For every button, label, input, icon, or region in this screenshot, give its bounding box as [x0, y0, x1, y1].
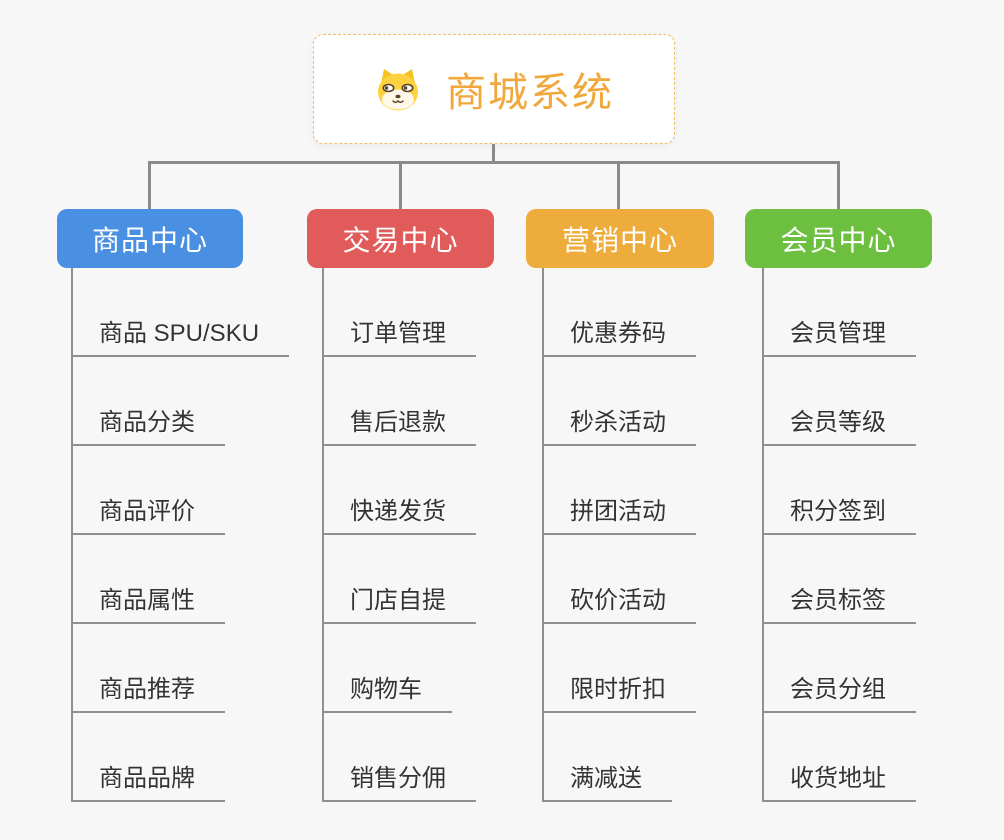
leaf-item[interactable]: 商品属性: [71, 586, 225, 624]
connector-root-stub: [492, 144, 495, 163]
leaf-item[interactable]: 会员等级: [762, 408, 916, 446]
root-node[interactable]: 商城系统: [313, 34, 675, 144]
branch-header-product-center[interactable]: 商品中心: [57, 209, 243, 268]
leaf-item[interactable]: 收货地址: [762, 764, 916, 802]
connector-drop-branch-1: [399, 163, 402, 210]
branch-header-member-center[interactable]: 会员中心: [745, 209, 932, 268]
branch-spine-trade-center: [322, 268, 324, 802]
leaf-item[interactable]: 满减送: [542, 764, 672, 802]
leaf-item[interactable]: 商品品牌: [71, 764, 225, 802]
leaf-item[interactable]: 门店自提: [322, 586, 476, 624]
leaf-item[interactable]: 拼团活动: [542, 497, 696, 535]
leaf-item[interactable]: 限时折扣: [542, 675, 696, 713]
connector-drop-branch-3: [837, 163, 840, 210]
branch-header-marketing-center[interactable]: 营销中心: [526, 209, 714, 268]
leaf-item[interactable]: 商品分类: [71, 408, 225, 446]
connector-drop-branch-2: [617, 163, 620, 210]
root-title: 商城系统: [446, 71, 614, 115]
branch-spine-member-center: [762, 268, 764, 802]
branch-header-trade-center[interactable]: 交易中心: [307, 209, 494, 268]
leaf-item[interactable]: 会员标签: [762, 586, 916, 624]
shiba-dog-icon: [374, 67, 422, 111]
leaf-item[interactable]: 商品 SPU/SKU: [71, 319, 290, 357]
leaf-item[interactable]: 会员管理: [762, 319, 916, 357]
leaf-item[interactable]: 优惠券码: [542, 319, 696, 357]
leaf-item[interactable]: 销售分佣: [322, 764, 476, 802]
leaf-item[interactable]: 会员分组: [762, 675, 916, 713]
branch-spine-marketing-center: [542, 268, 544, 802]
leaf-item[interactable]: 快递发货: [322, 497, 476, 535]
branch-spine-product-center: [71, 268, 73, 802]
leaf-item[interactable]: 商品推荐: [71, 675, 225, 713]
leaf-item[interactable]: 砍价活动: [542, 586, 696, 624]
leaf-item[interactable]: 积分签到: [762, 497, 916, 535]
leaf-item[interactable]: 商品评价: [71, 497, 225, 535]
leaf-item[interactable]: 售后退款: [322, 408, 476, 446]
connector-bus: [148, 161, 840, 164]
leaf-item[interactable]: 秒杀活动: [542, 408, 696, 446]
connector-drop-branch-0: [148, 163, 151, 210]
leaf-item[interactable]: 购物车: [322, 675, 452, 713]
leaf-item[interactable]: 订单管理: [322, 319, 476, 357]
